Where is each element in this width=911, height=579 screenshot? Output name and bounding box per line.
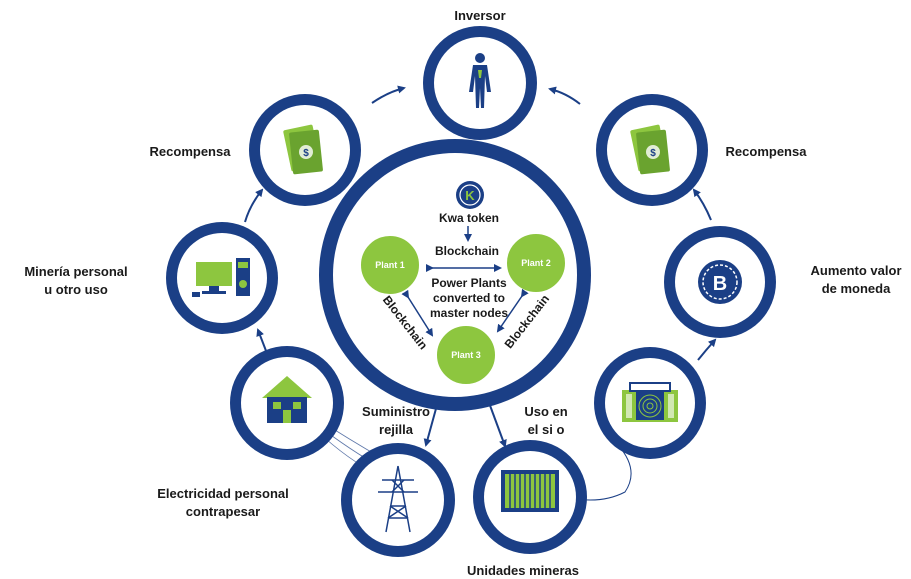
node-suministro: Suministro rejilla [341,404,455,557]
node-unidades: Unidades mineras Uso en el si o [467,404,587,578]
label-electricidad-line1: Electricidad personal [157,486,289,501]
label-uso-line2: el si o [528,422,565,437]
label-unidades: Unidades mineras [467,563,579,578]
svg-text:B: B [713,273,727,295]
arrow-recompensa-to-inversor [371,85,406,104]
plant-1: Plant 1 [359,234,421,296]
token-letter: K [465,188,475,203]
label-recompensa-right: Recompensa [726,144,808,159]
power-tower-icon [378,465,418,533]
label-suministro-line2: rejilla [379,422,414,437]
house-icon [262,376,312,423]
arrow-aumento-to-recompensa [692,188,712,221]
node-electricidad: Electricidad personal contrapesar [157,346,344,519]
node-recompensa-left: $ Recompensa [150,94,361,206]
label-aumento-line2: de moneda [822,281,891,296]
label-aumento-line1: Aumento valor [810,263,901,278]
label-mineria-line2: u otro uso [44,282,108,297]
plant-3-label: Plant 3 [451,350,481,360]
arrow-center-to-container [487,399,507,448]
human-figure-icon [469,53,491,108]
node-aumento: B Aumento valor de moneda [664,226,902,338]
blockchain-top-label: Blockchain [435,244,499,258]
label-suministro-line1: Suministro [362,404,430,419]
money-icon: $ [630,124,670,175]
bitcoin-coin-icon: B [698,260,742,304]
label-mineria-line1: Minería personal [24,264,127,279]
node-recompensa-right: $ Recompensa [596,94,807,206]
computer-icon [192,258,250,297]
label-recompensa-left: Recompensa [150,144,232,159]
token-label: Kwa token [439,211,499,225]
plant-1-label: Plant 1 [375,260,405,270]
node-mineria: Minería personal u otro uso [24,222,278,334]
money-icon: $ [283,124,323,175]
svg-text:$: $ [650,148,656,159]
power-plants-line3: master nodes [430,306,508,320]
node-inversor: Inversor [423,8,537,140]
arrow-center-to-tower [423,404,438,447]
label-inversor: Inversor [454,8,505,23]
power-plants-line2: converted to [433,291,505,305]
arrow-recompensa-right-to-inversor [548,86,581,105]
plant-3: Plant 3 [435,324,497,386]
svg-text:$: $ [303,148,309,159]
label-uso-line1: Uso en [524,404,567,419]
node-mining-rig [594,347,706,459]
mining-rig-icon [622,382,678,422]
plant-2-label: Plant 2 [521,258,551,268]
plant-2: Plant 2 [505,232,567,294]
center-hub: K Kwa token Blockchain Power Plants conv… [319,139,591,411]
mining-container-icon [501,470,559,512]
arrow-mineria-to-recompensa [244,188,264,223]
power-plants-line1: Power Plants [431,276,507,290]
cycle-arrows [244,85,717,448]
arrow-rig-to-aumento [697,338,717,361]
label-electricidad-line2: contrapesar [186,504,260,519]
